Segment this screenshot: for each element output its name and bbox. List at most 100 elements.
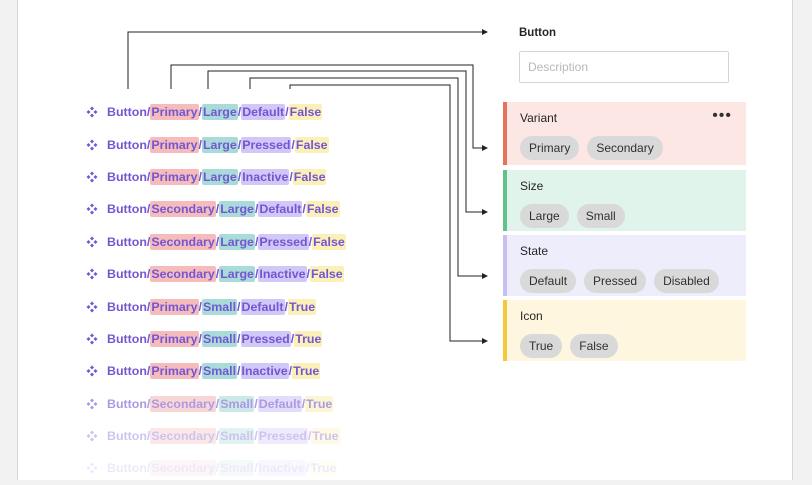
- component-segment: Large: [219, 201, 255, 218]
- path-separator: /: [289, 169, 293, 184]
- component-segment: False: [294, 136, 329, 153]
- component-segment: False: [288, 104, 323, 121]
- path-separator: /: [237, 105, 242, 120]
- component-segment: Pressed: [257, 428, 308, 445]
- path-separator: /: [146, 429, 151, 444]
- component-segment: Small: [219, 395, 255, 412]
- component-segment: True: [287, 298, 317, 315]
- component-segment: Secondary: [150, 428, 216, 445]
- component-base-name: Button: [107, 429, 147, 444]
- chip-large[interactable]: Large: [520, 204, 569, 228]
- path-separator: /: [237, 137, 242, 152]
- path-separator: /: [215, 234, 220, 249]
- component-segment: True: [292, 363, 321, 380]
- path-separator: /: [146, 461, 151, 476]
- component-base-name: Button: [107, 137, 147, 152]
- path-separator: /: [146, 299, 151, 314]
- component-variant-row[interactable]: Button/Primary/Large/Inactive/False: [86, 161, 466, 193]
- component-segment: Primary: [150, 104, 199, 121]
- chip-true[interactable]: True: [520, 334, 563, 358]
- component-segment: Pressed: [258, 233, 309, 250]
- path-separator: /: [198, 331, 202, 346]
- component-segment: Small: [201, 330, 238, 347]
- component-diamond-icon: [86, 171, 98, 183]
- component-diamond-icon: [86, 398, 98, 410]
- component-variant-row[interactable]: Button/Primary/Large/Default/False: [86, 96, 466, 128]
- path-separator: /: [146, 396, 151, 411]
- component-segment: Default: [258, 201, 303, 218]
- component-segment: Inactive: [241, 168, 290, 185]
- property-size: Size Large Small: [503, 170, 746, 231]
- component-diamond-icon: [86, 203, 98, 215]
- path-separator: /: [146, 234, 151, 249]
- component-segment: False: [312, 233, 346, 250]
- component-variant-row[interactable]: Button/Secondary/Small/Inactive/True: [86, 452, 466, 484]
- component-segment: Secondary: [150, 201, 216, 218]
- component-variant-row[interactable]: Button/Primary/Small/Pressed/True: [86, 323, 466, 355]
- component-variant-row[interactable]: Button/Primary/Small/Default/True: [86, 290, 466, 322]
- path-separator: /: [215, 267, 220, 282]
- component-variant-row[interactable]: Button/Primary/Large/Pressed/False: [86, 128, 466, 160]
- component-segment: Secondary: [150, 266, 216, 283]
- component-segment: Inactive: [257, 460, 306, 477]
- component-segment: Large: [201, 168, 238, 185]
- property-name: Icon: [520, 309, 543, 323]
- component-variant-row[interactable]: Button/Secondary/Large/Inactive/False: [86, 258, 466, 290]
- chip-secondary[interactable]: Secondary: [587, 136, 663, 160]
- path-separator: /: [146, 137, 151, 152]
- component-segment: Pressed: [241, 136, 292, 153]
- component-diamond-icon: [86, 139, 98, 151]
- component-base-name: Button: [107, 331, 147, 346]
- component-base-name: Button: [107, 299, 147, 314]
- component-segment: Large: [219, 266, 255, 283]
- chip-small[interactable]: Small: [576, 204, 625, 228]
- path-separator: /: [146, 267, 151, 282]
- path-separator: /: [285, 105, 289, 120]
- component-variant-row[interactable]: Button/Secondary/Small/Default/True: [86, 388, 466, 420]
- path-separator: /: [254, 396, 258, 411]
- component-base-name: Button: [107, 202, 147, 217]
- component-segment: Small: [219, 428, 255, 445]
- chip-pressed[interactable]: Pressed: [584, 269, 647, 293]
- path-separator: /: [237, 364, 241, 379]
- path-separator: /: [254, 461, 258, 476]
- component-segment: Default: [240, 298, 285, 315]
- component-segment: False: [310, 266, 344, 283]
- component-base-name: Button: [107, 364, 147, 379]
- component-diamond-icon: [86, 106, 98, 118]
- component-variant-row[interactable]: Button/Primary/Small/Inactive/True: [86, 355, 466, 387]
- path-separator: /: [254, 202, 259, 217]
- component-segment: Primary: [150, 298, 199, 315]
- component-variant-row[interactable]: Button/Secondary/Large/Pressed/False: [86, 226, 466, 258]
- path-separator: /: [146, 331, 151, 346]
- path-separator: /: [146, 202, 151, 217]
- component-base-name: Button: [107, 234, 147, 249]
- path-separator: /: [301, 396, 306, 411]
- path-separator: /: [198, 169, 202, 184]
- chip-default[interactable]: Default: [520, 269, 577, 293]
- path-separator: /: [215, 396, 220, 411]
- description-input[interactable]: [519, 51, 729, 83]
- component-diamond-icon: [86, 268, 98, 280]
- component-segment: False: [292, 168, 327, 185]
- component-variant-row[interactable]: Button/Secondary/Large/Default/False: [86, 193, 466, 225]
- component-segment: Small: [201, 363, 238, 380]
- chip-false[interactable]: False: [570, 334, 618, 358]
- chip-primary[interactable]: Primary: [520, 136, 580, 160]
- path-separator: /: [284, 299, 288, 314]
- component-segment: Small: [219, 460, 255, 477]
- path-separator: /: [307, 429, 312, 444]
- chip-disabled[interactable]: Disabled: [654, 269, 719, 293]
- component-segment: True: [305, 395, 334, 412]
- component-variant-row[interactable]: Button/Secondary/Small/Pressed/True: [86, 420, 466, 452]
- path-separator: /: [198, 364, 202, 379]
- component-segment: Primary: [150, 363, 199, 380]
- component-segment: True: [311, 428, 340, 445]
- path-separator: /: [254, 234, 259, 249]
- path-separator: /: [291, 137, 295, 152]
- more-dots-icon[interactable]: •••: [712, 107, 732, 124]
- component-diamond-icon: [86, 301, 98, 313]
- path-separator: /: [305, 461, 310, 476]
- component-segment: Primary: [150, 168, 199, 185]
